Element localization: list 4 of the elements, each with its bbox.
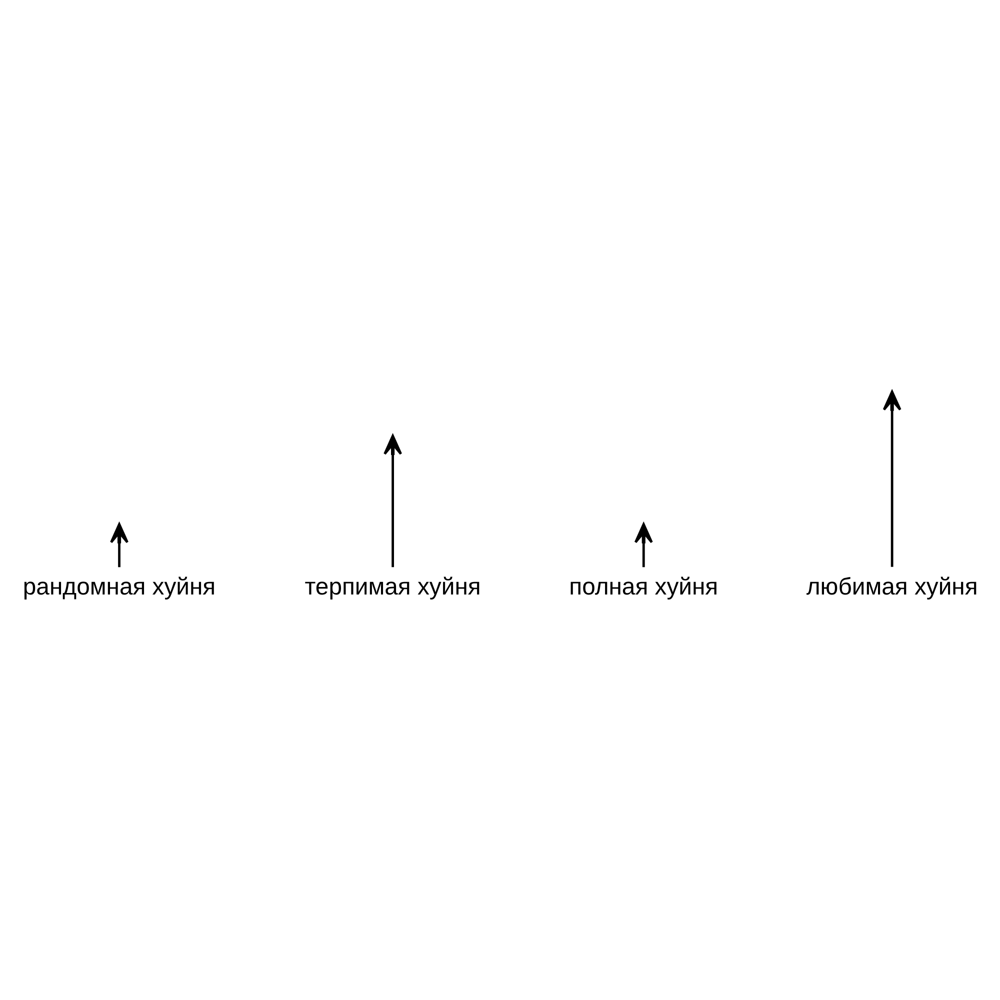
node-text: рандомная хуйня [22, 573, 216, 600]
node-text: терпимая хуйня [304, 573, 481, 600]
node-text: полная хуйня [569, 573, 718, 600]
node-text: любимая хуйня [806, 573, 978, 600]
